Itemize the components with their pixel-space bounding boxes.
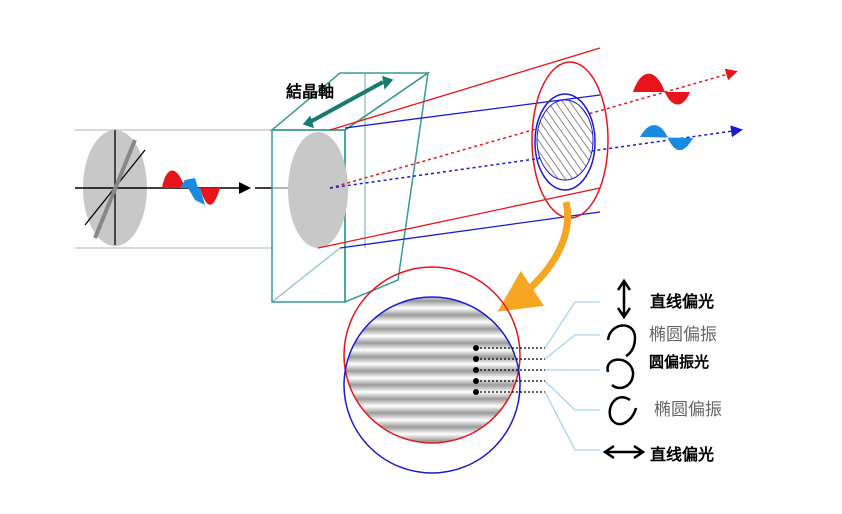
- crystal-axis-label: 結晶軸: [286, 82, 335, 101]
- magnified-view: [343, 266, 646, 474]
- elliptical-polarization-bottom-label: 椭圆偏振: [654, 400, 722, 420]
- elliptical-polarization-top-label: 椭圆偏振: [649, 325, 717, 345]
- crystal: [269, 71, 431, 304]
- linear-polarization-top-label: 直线偏光: [650, 292, 715, 311]
- linear-polarization-bottom-label: 直线偏光: [650, 445, 715, 464]
- output-beams: [317, 47, 743, 312]
- circular-polarization-label: 圆偏振光: [649, 353, 710, 371]
